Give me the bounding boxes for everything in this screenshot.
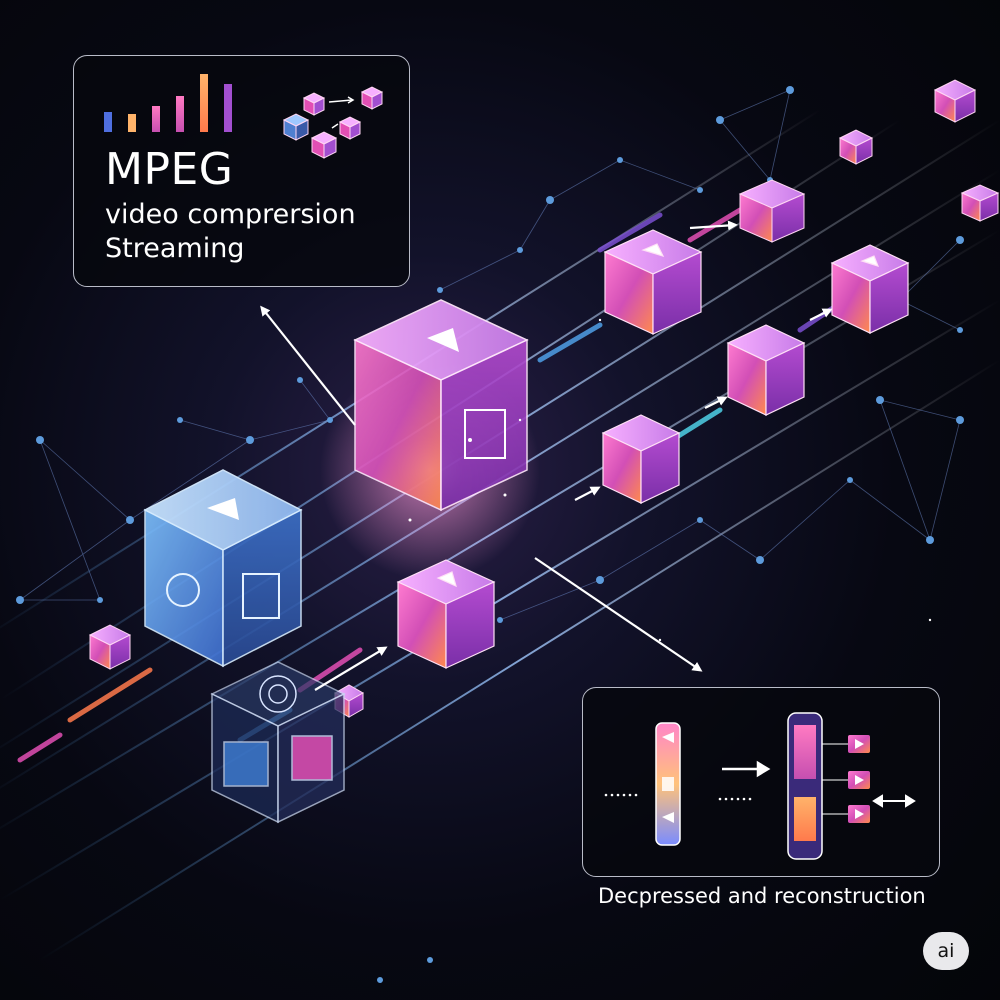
dotted-line-left [604,793,637,796]
network-nodes [16,86,964,983]
small-cubes [88,79,1000,718]
blue-cube [143,469,303,668]
play-icon [847,734,870,823]
reconstruction-panel [582,687,940,877]
sparkles [408,318,932,642]
double-arrow-icon [871,793,916,808]
connector-lines [821,743,848,814]
title-panel: MPEG video comprersion Streaming [73,55,410,287]
dotted-line-mid [718,797,751,800]
cube-flow-icon [282,86,384,159]
bar-chart-icon [104,74,232,132]
transparent-cube [210,661,346,824]
network-lines [19,89,961,621]
arrow-icon [721,760,770,777]
reconstruction-diagram [604,711,916,860]
medium-cubes [396,229,910,669]
flow-arrows [260,220,833,691]
ai-badge: ai [923,932,969,970]
input-strip [654,721,681,846]
central-cube [353,299,529,512]
title-line-2: Streaming [105,233,245,264]
title-heading: MPEG [105,144,234,195]
caption-text: Decpressed and reconstruction [598,884,926,908]
title-line-1: video comprersion [105,199,356,230]
output-strip [786,711,823,860]
